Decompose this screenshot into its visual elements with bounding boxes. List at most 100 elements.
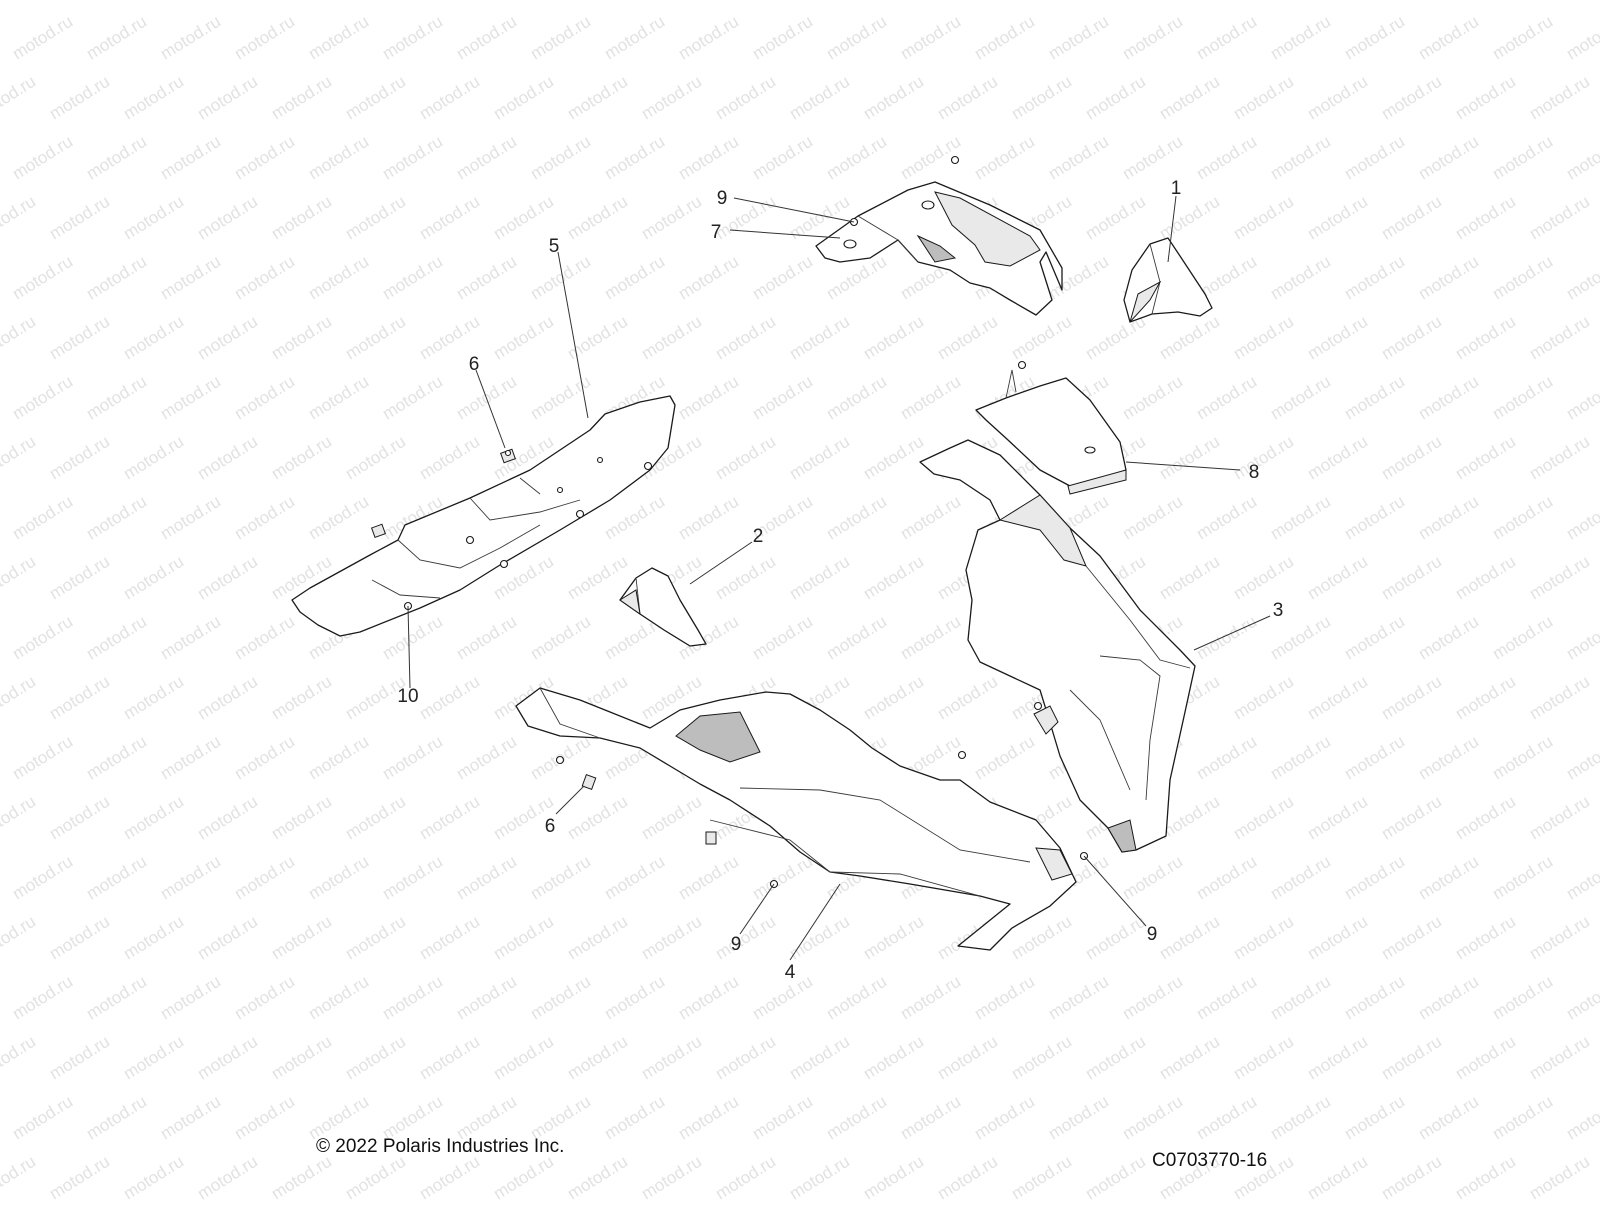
watermark-text: motod.ru bbox=[675, 12, 742, 64]
watermark-text: motod.ru bbox=[453, 612, 520, 664]
watermark-text: motod.ru bbox=[1230, 72, 1297, 124]
watermark-text: motod.ru bbox=[0, 0, 39, 3]
leader-lines bbox=[407, 195, 1271, 961]
watermark-text: motod.ru bbox=[83, 492, 150, 544]
watermark-text: motod.ru bbox=[1526, 72, 1593, 124]
part-3-right-side-panel bbox=[919, 439, 1196, 853]
watermark-text: motod.ru bbox=[1082, 192, 1149, 244]
watermark-text: motod.ru bbox=[1526, 672, 1593, 724]
watermark-text: motod.ru bbox=[1489, 732, 1556, 784]
watermark-text: motod.ru bbox=[1156, 192, 1223, 244]
watermark-text: motod.ru bbox=[564, 72, 631, 124]
watermark-text: motod.ru bbox=[1119, 492, 1186, 544]
watermark-text: motod.ru bbox=[342, 1032, 409, 1084]
watermark-text: motod.ru bbox=[1452, 312, 1519, 364]
watermark-text: motod.ru bbox=[1415, 972, 1482, 1024]
watermark-text: motod.ru bbox=[305, 732, 372, 784]
watermark-text: motod.ru bbox=[1415, 612, 1482, 664]
watermark-text: motod.ru bbox=[1082, 312, 1149, 364]
watermark-text: motod.ru bbox=[1526, 792, 1593, 844]
watermark-text: motod.ru bbox=[1563, 372, 1600, 424]
watermark-text: motod.ru bbox=[1341, 492, 1408, 544]
watermark-text: motod.ru bbox=[1008, 72, 1075, 124]
watermark-text: motod.ru bbox=[564, 792, 631, 844]
watermark-text: motod.ru bbox=[1193, 372, 1260, 424]
watermark-text: motod.ru bbox=[1415, 1092, 1482, 1144]
watermark-text: motod.ru bbox=[120, 312, 187, 364]
watermark-text: motod.ru bbox=[1193, 1092, 1260, 1144]
watermark-text: motod.ru bbox=[194, 792, 261, 844]
watermark-text: motod.ru bbox=[305, 372, 372, 424]
watermark-text: motod.ru bbox=[0, 672, 39, 724]
watermark-text: motod.ru bbox=[0, 252, 2, 304]
watermark-text: motod.ru bbox=[379, 972, 446, 1024]
watermark-text: motod.ru bbox=[860, 72, 927, 124]
part-1-small-bracket bbox=[1123, 237, 1213, 323]
watermark-text: motod.ru bbox=[379, 132, 446, 184]
watermark-text: motod.ru bbox=[638, 1152, 705, 1200]
watermark-text: motod.ru bbox=[564, 912, 631, 964]
watermark-text: motod.ru bbox=[1267, 852, 1334, 904]
watermark-text: motod.ru bbox=[305, 132, 372, 184]
watermark-text: motod.ru bbox=[453, 732, 520, 784]
watermark-text: motod.ru bbox=[823, 1092, 890, 1144]
watermark-text: motod.ru bbox=[1341, 132, 1408, 184]
watermark-text: motod.ru bbox=[638, 1032, 705, 1084]
watermark-text: motod.ru bbox=[46, 0, 113, 3]
watermark-text: motod.ru bbox=[1526, 1032, 1593, 1084]
watermark-text: motod.ru bbox=[416, 1152, 483, 1200]
watermark-text: motod.ru bbox=[971, 1092, 1038, 1144]
watermark-text: motod.ru bbox=[0, 1032, 39, 1084]
watermark-text: motod.ru bbox=[860, 0, 927, 3]
watermark-text: motod.ru bbox=[1378, 912, 1445, 964]
watermark-text: motod.ru bbox=[860, 1032, 927, 1084]
watermark-text: motod.ru bbox=[305, 852, 372, 904]
watermark-text: motod.ru bbox=[46, 552, 113, 604]
watermark-text: motod.ru bbox=[194, 72, 261, 124]
watermark-text: motod.ru bbox=[675, 972, 742, 1024]
watermark-text: motod.ru bbox=[453, 132, 520, 184]
watermark-text: motod.ru bbox=[342, 432, 409, 484]
watermark-text: motod.ru bbox=[786, 912, 853, 964]
watermark-text: motod.ru bbox=[601, 852, 668, 904]
watermark-text: motod.ru bbox=[194, 1032, 261, 1084]
watermark-text: motod.ru bbox=[1230, 312, 1297, 364]
watermark-text: motod.ru bbox=[1341, 972, 1408, 1024]
watermark-text: motod.ru bbox=[1452, 0, 1519, 3]
watermark-text: motod.ru bbox=[83, 732, 150, 784]
watermark-text: motod.ru bbox=[712, 312, 779, 364]
callout-8: 8 bbox=[1249, 462, 1260, 483]
watermark-text: motod.ru bbox=[490, 72, 557, 124]
callout-1: 1 bbox=[1171, 178, 1182, 199]
watermark-text: motod.ru bbox=[1526, 1152, 1593, 1200]
watermark-text: motod.ru bbox=[971, 132, 1038, 184]
watermark-text: motod.ru bbox=[1156, 312, 1223, 364]
watermark-text: motod.ru bbox=[0, 912, 39, 964]
watermark-text: motod.ru bbox=[601, 972, 668, 1024]
watermark-text: motod.ru bbox=[1526, 552, 1593, 604]
callout-2: 2 bbox=[753, 526, 764, 547]
watermark-text: motod.ru bbox=[1378, 792, 1445, 844]
watermark-text: motod.ru bbox=[157, 492, 224, 544]
watermark-text: motod.ru bbox=[342, 72, 409, 124]
watermark-text: motod.ru bbox=[342, 1152, 409, 1200]
watermark-text: motod.ru bbox=[1563, 972, 1600, 1024]
watermark-text: motod.ru bbox=[194, 192, 261, 244]
watermark-text: motod.ru bbox=[1304, 72, 1371, 124]
watermark-text: motod.ru bbox=[1267, 732, 1334, 784]
watermark-text: motod.ru bbox=[971, 12, 1038, 64]
watermark-text: motod.ru bbox=[379, 732, 446, 784]
watermark-text: motod.ru bbox=[1415, 732, 1482, 784]
watermark-text: motod.ru bbox=[1193, 12, 1260, 64]
watermark-text: motod.ru bbox=[120, 72, 187, 124]
watermark-text: motod.ru bbox=[9, 372, 76, 424]
watermark-text: motod.ru bbox=[268, 672, 335, 724]
watermark-text: motod.ru bbox=[638, 912, 705, 964]
watermark-text: motod.ru bbox=[453, 12, 520, 64]
watermark-text: motod.ru bbox=[1119, 12, 1186, 64]
watermark-text: motod.ru bbox=[1452, 192, 1519, 244]
watermark-text: motod.ru bbox=[194, 552, 261, 604]
watermark-text: motod.ru bbox=[83, 372, 150, 424]
watermark-text: motod.ru bbox=[1156, 552, 1223, 604]
